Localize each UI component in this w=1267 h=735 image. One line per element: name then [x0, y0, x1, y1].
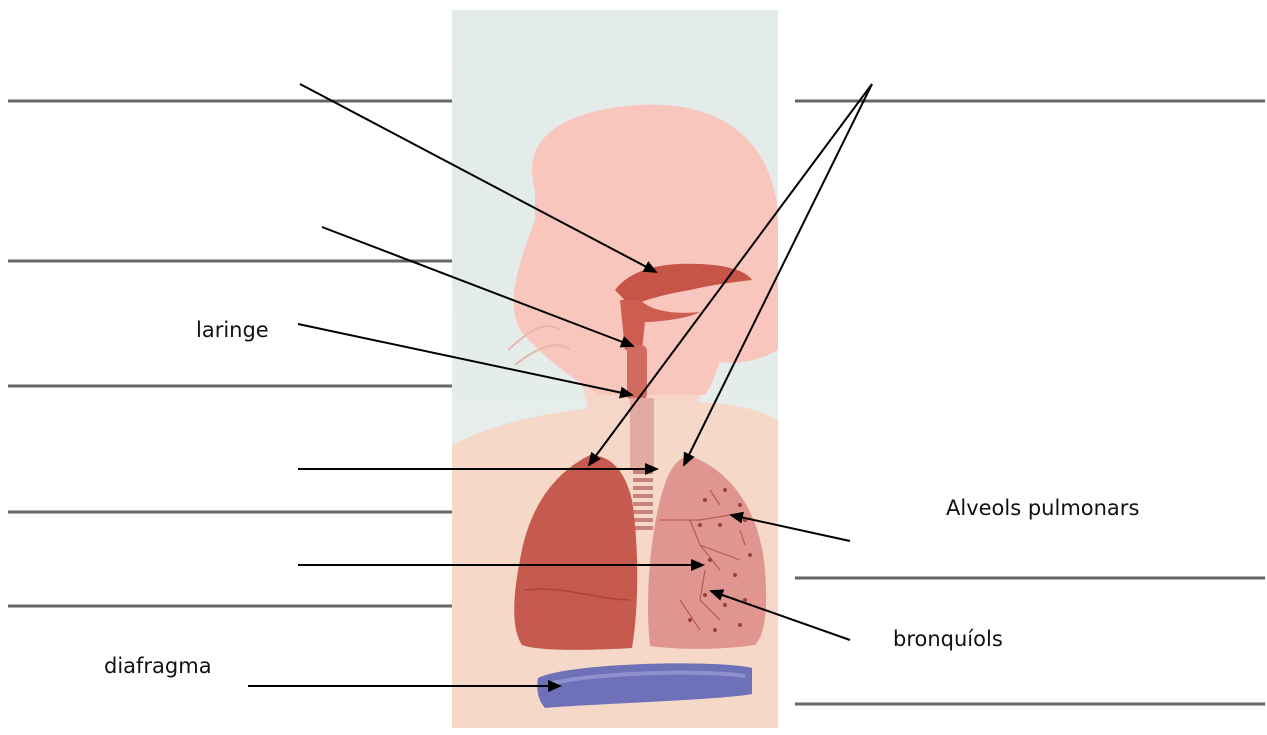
blank-lines-left — [8, 101, 452, 606]
trachea — [630, 398, 654, 468]
blank-lines-right — [795, 101, 1265, 704]
label-bronquiols: bronquíols — [893, 627, 1003, 651]
label-diafragma: diafragma — [104, 654, 212, 678]
label-alveols-pulmonars: Alveols pulmonars — [946, 496, 1139, 520]
label-laringe: laringe — [196, 318, 269, 342]
